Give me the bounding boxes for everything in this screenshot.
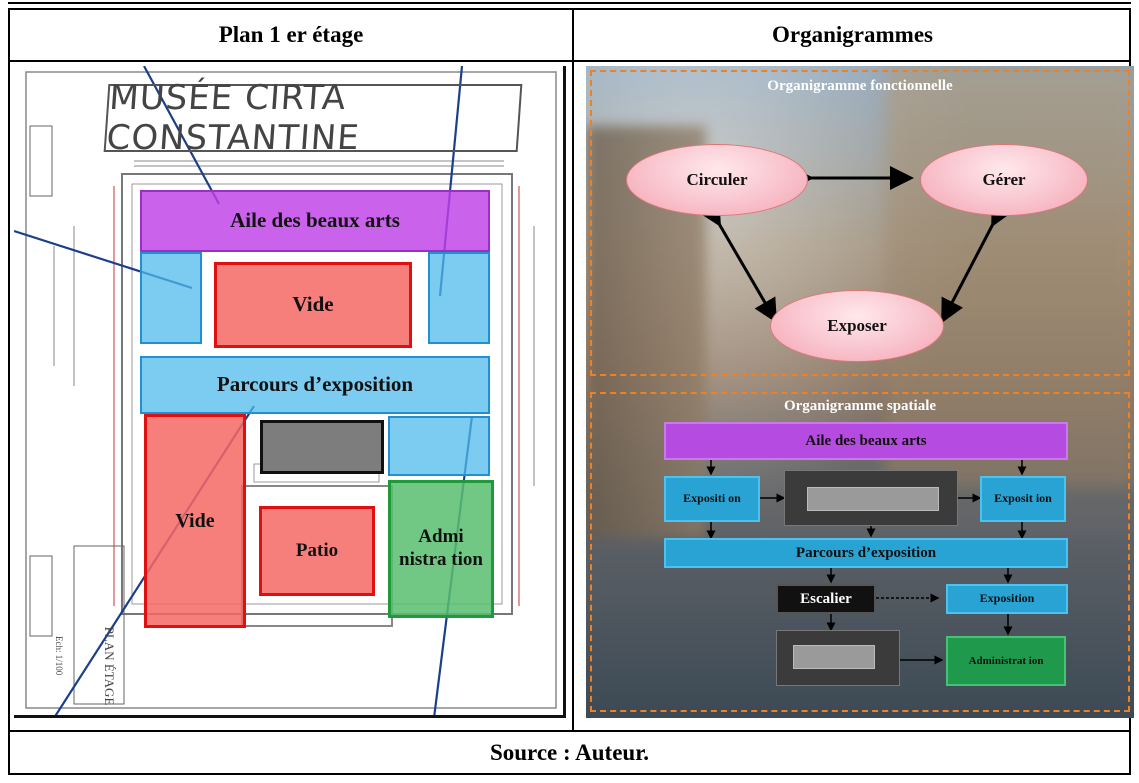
header-divider — [10, 60, 1129, 62]
spatial-escalier: Escalier — [776, 584, 876, 614]
top-rule — [8, 2, 1131, 4]
organigram-panel: Organigramme fonctionnelle — [586, 66, 1134, 718]
block-aile-beaux-arts: Aile des beaux arts — [140, 190, 490, 252]
block-vide-top: Vide — [214, 262, 412, 348]
block-vide-left: Vide — [144, 414, 246, 628]
column-divider — [572, 10, 574, 730]
block-expo-right — [428, 252, 490, 344]
spatial-frame — [590, 392, 1130, 712]
node-circuler: Circuler — [626, 144, 808, 216]
block-patio: Patio — [259, 506, 375, 596]
block-escalier — [260, 420, 384, 474]
functional-frame — [590, 70, 1130, 376]
spatial-expo-right: Exposit ion — [980, 476, 1066, 522]
floor-plan: MUSÉE CIRTA CONSTANTINE Aile des beaux a… — [14, 66, 566, 718]
spatial-parcours: Parcours d’exposition — [664, 538, 1068, 568]
footer-divider — [10, 730, 1129, 732]
spatial-vide — [784, 470, 958, 526]
spatial-aile: Aile des beaux arts — [664, 422, 1068, 460]
node-exposer: Exposer — [770, 290, 944, 362]
spatial-patio-hole — [793, 645, 875, 669]
source-caption: Source : Auteur. — [489, 739, 650, 765]
block-administration: Admi nistra tion — [388, 480, 494, 618]
spatial-exposition: Exposition — [946, 584, 1068, 614]
block-expo-left — [140, 252, 202, 344]
node-gerer: Gérer — [920, 144, 1088, 216]
spatial-title: Organigramme spatiale — [783, 398, 937, 414]
sheet-title: MUSÉE CIRTA CONSTANTINE — [103, 78, 523, 158]
spatial-patio-block — [776, 630, 900, 686]
block-parcours: Parcours d’exposition — [140, 356, 490, 414]
scale-label: Ech: 1/100 — [54, 636, 64, 676]
header-left: Plan 1 er étage — [218, 22, 364, 47]
side-label: PLAN ÉTAGE — [102, 626, 117, 706]
spatial-vide-hole — [807, 487, 939, 511]
organigram-arrows — [698, 166, 1027, 665]
block-expo-small — [388, 416, 490, 476]
functional-title: Organigramme fonctionnelle — [767, 78, 953, 94]
header-right: Organigrammes — [772, 22, 933, 47]
spatial-administration: Administrat ion — [946, 636, 1066, 686]
spatial-expo-left: Expositi on — [664, 476, 760, 522]
